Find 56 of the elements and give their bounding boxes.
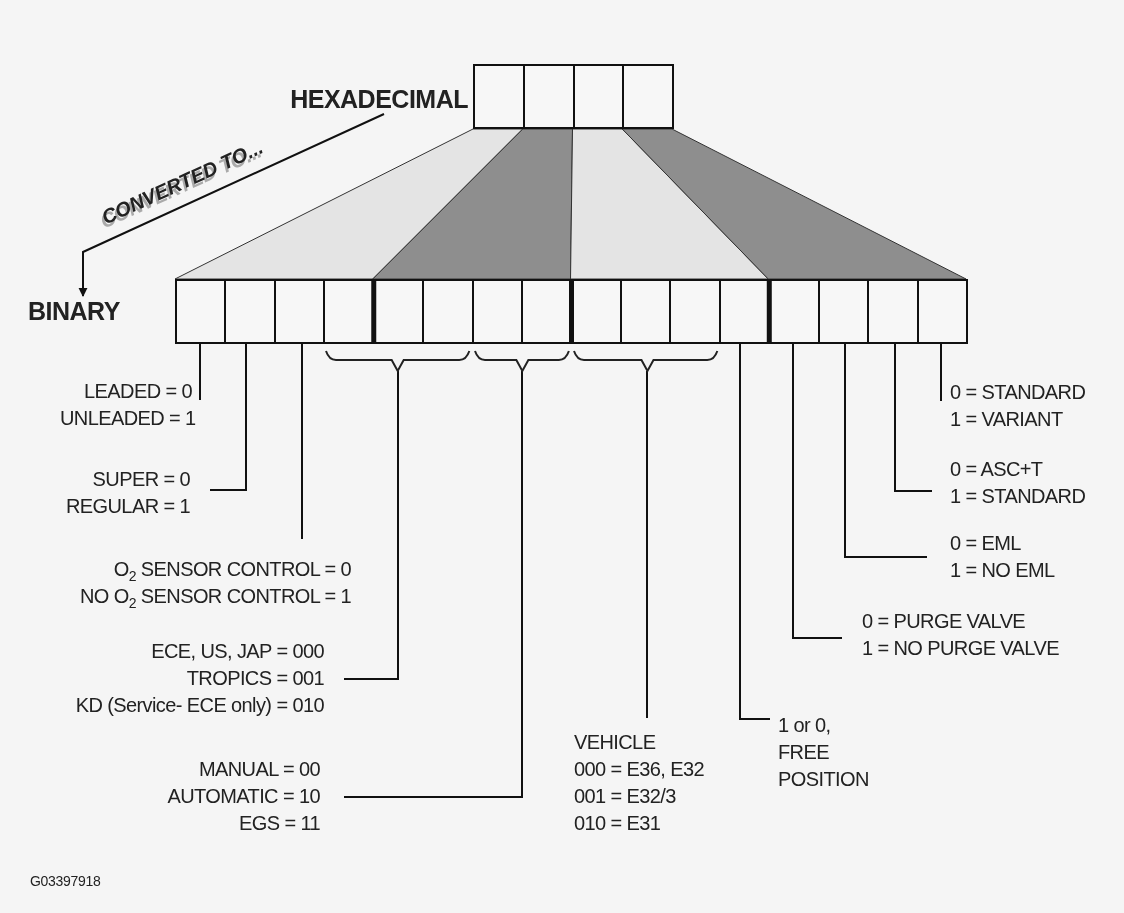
bit-box (817, 279, 870, 344)
option-text: O$_{2}$ SENSOR CONTROL = 0 (112, 557, 351, 583)
bit-box (175, 279, 227, 344)
option-text: 1 = NO PURGE VALVE (862, 636, 1060, 661)
option-text: 1 = STANDARD (950, 484, 1087, 509)
leader-line (209, 343, 247, 491)
option-text: KD (Service- ECE only) = 010 (74, 693, 324, 718)
hex-digit-box (473, 64, 525, 129)
bit-box (669, 279, 721, 344)
option-text: NO O$_{2}$ SENSOR CONTROL = 1 (78, 584, 351, 610)
row-heading: HEXADECIMAL (250, 84, 468, 114)
bit-box (916, 279, 969, 344)
option-text: 0 = ASC+T (950, 457, 1044, 482)
option-text: TROPICS = 001 (185, 666, 324, 691)
option-text: EGS = 11 (238, 811, 320, 836)
option-text: AUTOMATIC = 10 (166, 784, 320, 809)
bracket (572, 350, 718, 371)
hex-digit-box (572, 64, 625, 129)
hex-digit-box (522, 64, 575, 129)
leader-line (343, 370, 523, 798)
leader-line (199, 343, 201, 401)
bit-box (867, 279, 919, 344)
option-text: MANUAL = 00 (197, 757, 320, 782)
option-text: 1 or 0, FREE POSITION (778, 713, 870, 792)
option-text: 1 = VARIANT (950, 407, 1064, 432)
row-heading: BINARY (28, 296, 140, 326)
bit-box (471, 279, 524, 344)
option-text: 000 = E36, E32 (574, 757, 706, 782)
option-text: ECE, US, JAP = 000 (150, 639, 324, 664)
figure-code: G03397918 (30, 873, 101, 889)
option-text: 010 = E31 (574, 811, 662, 836)
leader-line (343, 370, 399, 680)
option-text: REGULAR = 1 (65, 494, 190, 519)
option-text: 001 = E32/3 (574, 784, 677, 809)
option-text: SUPER = 0 (91, 467, 190, 492)
leader-line (940, 343, 942, 402)
option-text: LEADED = 0 (83, 379, 192, 404)
bit-box (619, 279, 672, 344)
leader-line (792, 343, 843, 639)
leader-line (301, 343, 303, 540)
leader-line (739, 343, 771, 720)
leader-line (646, 370, 648, 719)
leader-line (894, 343, 933, 492)
option-text: 0 = EML (950, 531, 1022, 556)
option-text: 1 = NO EML (950, 558, 1056, 583)
bit-box (224, 279, 276, 344)
bracket (325, 350, 471, 371)
arrow (78, 113, 385, 297)
option-text: VEHICLE (574, 730, 657, 755)
leader-line (844, 343, 928, 558)
option-text: 0 = PURGE VALVE (862, 609, 1027, 634)
option-text: 0 = STANDARD (950, 380, 1087, 405)
bit-box (422, 279, 474, 344)
bracket (473, 350, 570, 371)
hex-digit-box (622, 64, 674, 129)
bit-box (273, 279, 326, 344)
